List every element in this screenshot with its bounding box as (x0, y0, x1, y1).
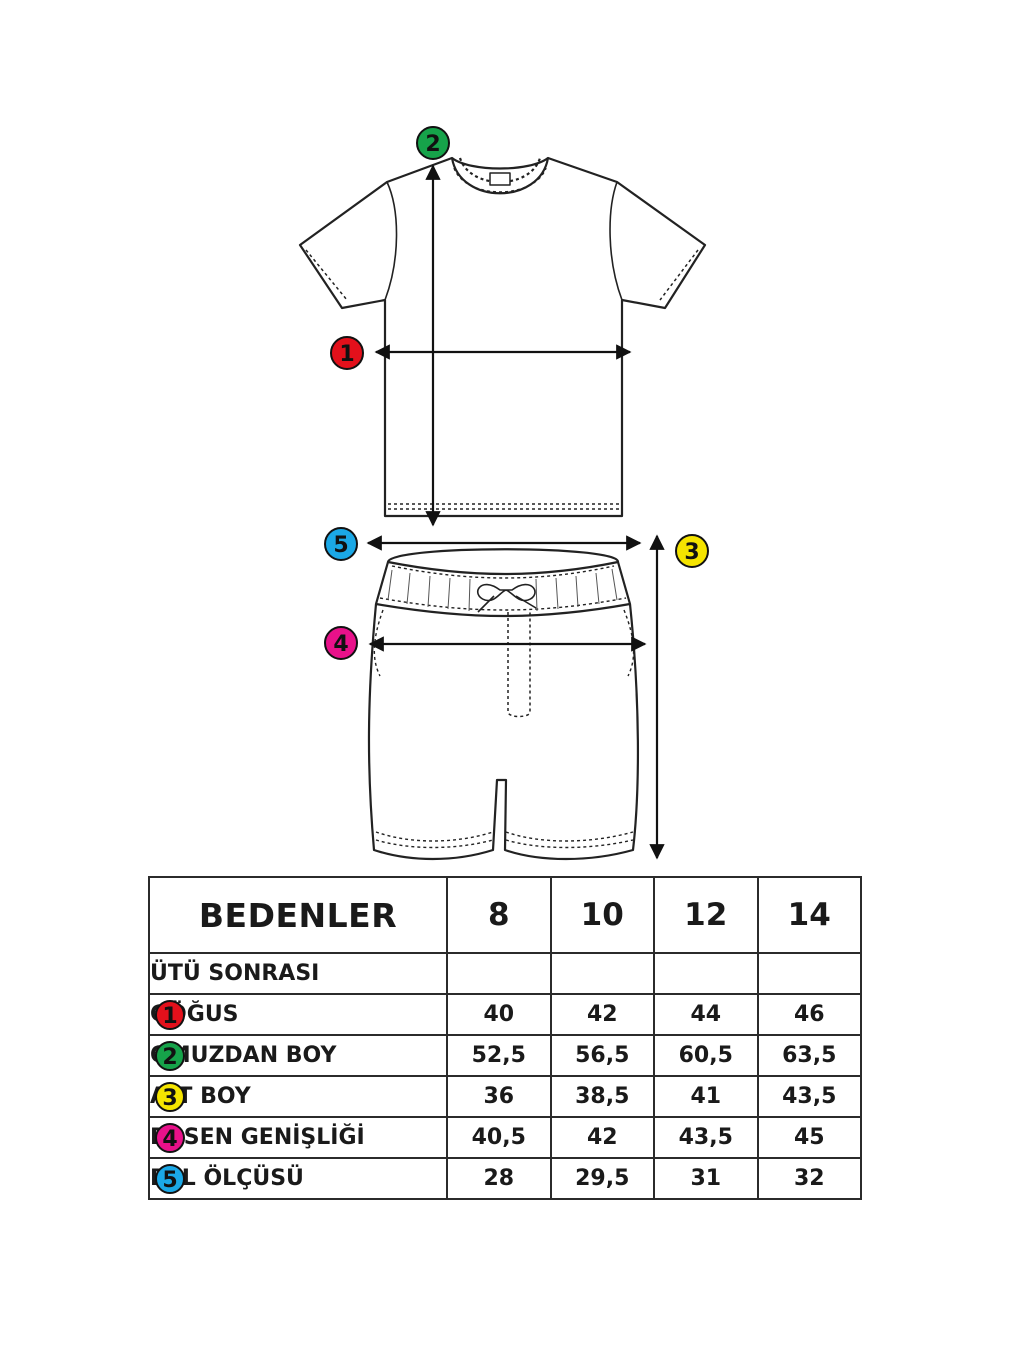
table-row: 1 GÖĞUS 40 42 44 46 (148, 993, 862, 1036)
marker-badge-2: 2 (416, 126, 450, 160)
table-row: 3 ALT BOY 36 38,5 41 43,5 (148, 1075, 862, 1118)
svg-text:4: 4 (333, 632, 348, 657)
marker-badge-3: 3 (675, 534, 709, 568)
table-cell: 38,5 (549, 1075, 655, 1118)
svg-text:5: 5 (162, 1168, 177, 1193)
table-cell: 43,5 (756, 1075, 862, 1118)
garment-illustration: 2 1 5 3 4 (298, 126, 709, 861)
svg-text:4: 4 (162, 1127, 177, 1152)
table-header-row: BEDENLER 8 10 12 14 (148, 876, 862, 954)
row-label: BASEN GENİŞLİĞİ (150, 1125, 365, 1150)
table-cell: 60,5 (653, 1034, 759, 1077)
number-5-icon: 5 (155, 1164, 185, 1194)
svg-text:1: 1 (339, 342, 354, 367)
table-cell: 28 (446, 1157, 552, 1200)
size-chart-table: BEDENLER 8 10 12 14 ÜTÜ SONRASI 1 GÖĞUS … (148, 876, 862, 1200)
table-row: 4 BASEN GENİŞLİĞİ 40,5 42 43,5 45 (148, 1116, 862, 1159)
header-label: BEDENLER (148, 876, 448, 954)
number-3-icon: 3 (155, 1082, 185, 1112)
shorts-drawing (367, 548, 640, 861)
number-4-icon: 4 (155, 1123, 185, 1153)
svg-text:3: 3 (684, 540, 699, 565)
empty-cell (549, 952, 655, 995)
table-cell: 44 (653, 993, 759, 1036)
table-row: 5 BEL ÖLÇÜSÜ 28 29,5 31 32 (148, 1157, 862, 1200)
table-cell: 45 (756, 1116, 862, 1159)
svg-text:2: 2 (425, 132, 440, 157)
table-cell: 41 (653, 1075, 759, 1118)
table-cell: 42 (549, 993, 655, 1036)
table-cell: 40 (446, 993, 552, 1036)
marker-badge-4: 4 (324, 626, 358, 660)
row-label-cell: 2 OMUZDAN BOY (148, 1034, 448, 1077)
number-2-icon: 2 (155, 1041, 185, 1071)
row-label-cell: 3 ALT BOY (148, 1075, 448, 1118)
table-cell: 42 (549, 1116, 655, 1159)
table-cell: 36 (446, 1075, 552, 1118)
table-cell: 31 (653, 1157, 759, 1200)
marker-badge-5: 5 (324, 527, 358, 561)
table-cell: 32 (756, 1157, 862, 1200)
empty-cell (756, 952, 862, 995)
table-cell: 29,5 (549, 1157, 655, 1200)
table-cell: 43,5 (653, 1116, 759, 1159)
table-row: 2 OMUZDAN BOY 52,5 56,5 60,5 63,5 (148, 1034, 862, 1077)
table-subheader-row: ÜTÜ SONRASI (148, 952, 862, 995)
table-cell: 52,5 (446, 1034, 552, 1077)
size-heading: 10 (549, 876, 655, 954)
table-cell: 56,5 (549, 1034, 655, 1077)
row-label-cell: 1 GÖĞUS (148, 993, 448, 1036)
table-cell: 46 (756, 993, 862, 1036)
svg-text:2: 2 (162, 1045, 177, 1070)
measurement-arrows (366, 164, 665, 860)
tshirt-drawing (298, 156, 707, 518)
size-heading: 8 (446, 876, 552, 954)
table-cell: 63,5 (756, 1034, 862, 1077)
number-1-icon: 1 (155, 1000, 185, 1030)
table-cell: 40,5 (446, 1116, 552, 1159)
size-heading: 14 (756, 876, 862, 954)
empty-cell (446, 952, 552, 995)
svg-text:3: 3 (162, 1086, 177, 1111)
svg-text:1: 1 (162, 1004, 177, 1029)
row-label-cell: 5 BEL ÖLÇÜSÜ (148, 1157, 448, 1200)
marker-badge-1: 1 (330, 336, 364, 370)
empty-cell (653, 952, 759, 995)
size-heading: 12 (653, 876, 759, 954)
svg-text:5: 5 (333, 533, 348, 558)
subheader-label: ÜTÜ SONRASI (148, 952, 448, 995)
row-label-cell: 4 BASEN GENİŞLİĞİ (148, 1116, 448, 1159)
